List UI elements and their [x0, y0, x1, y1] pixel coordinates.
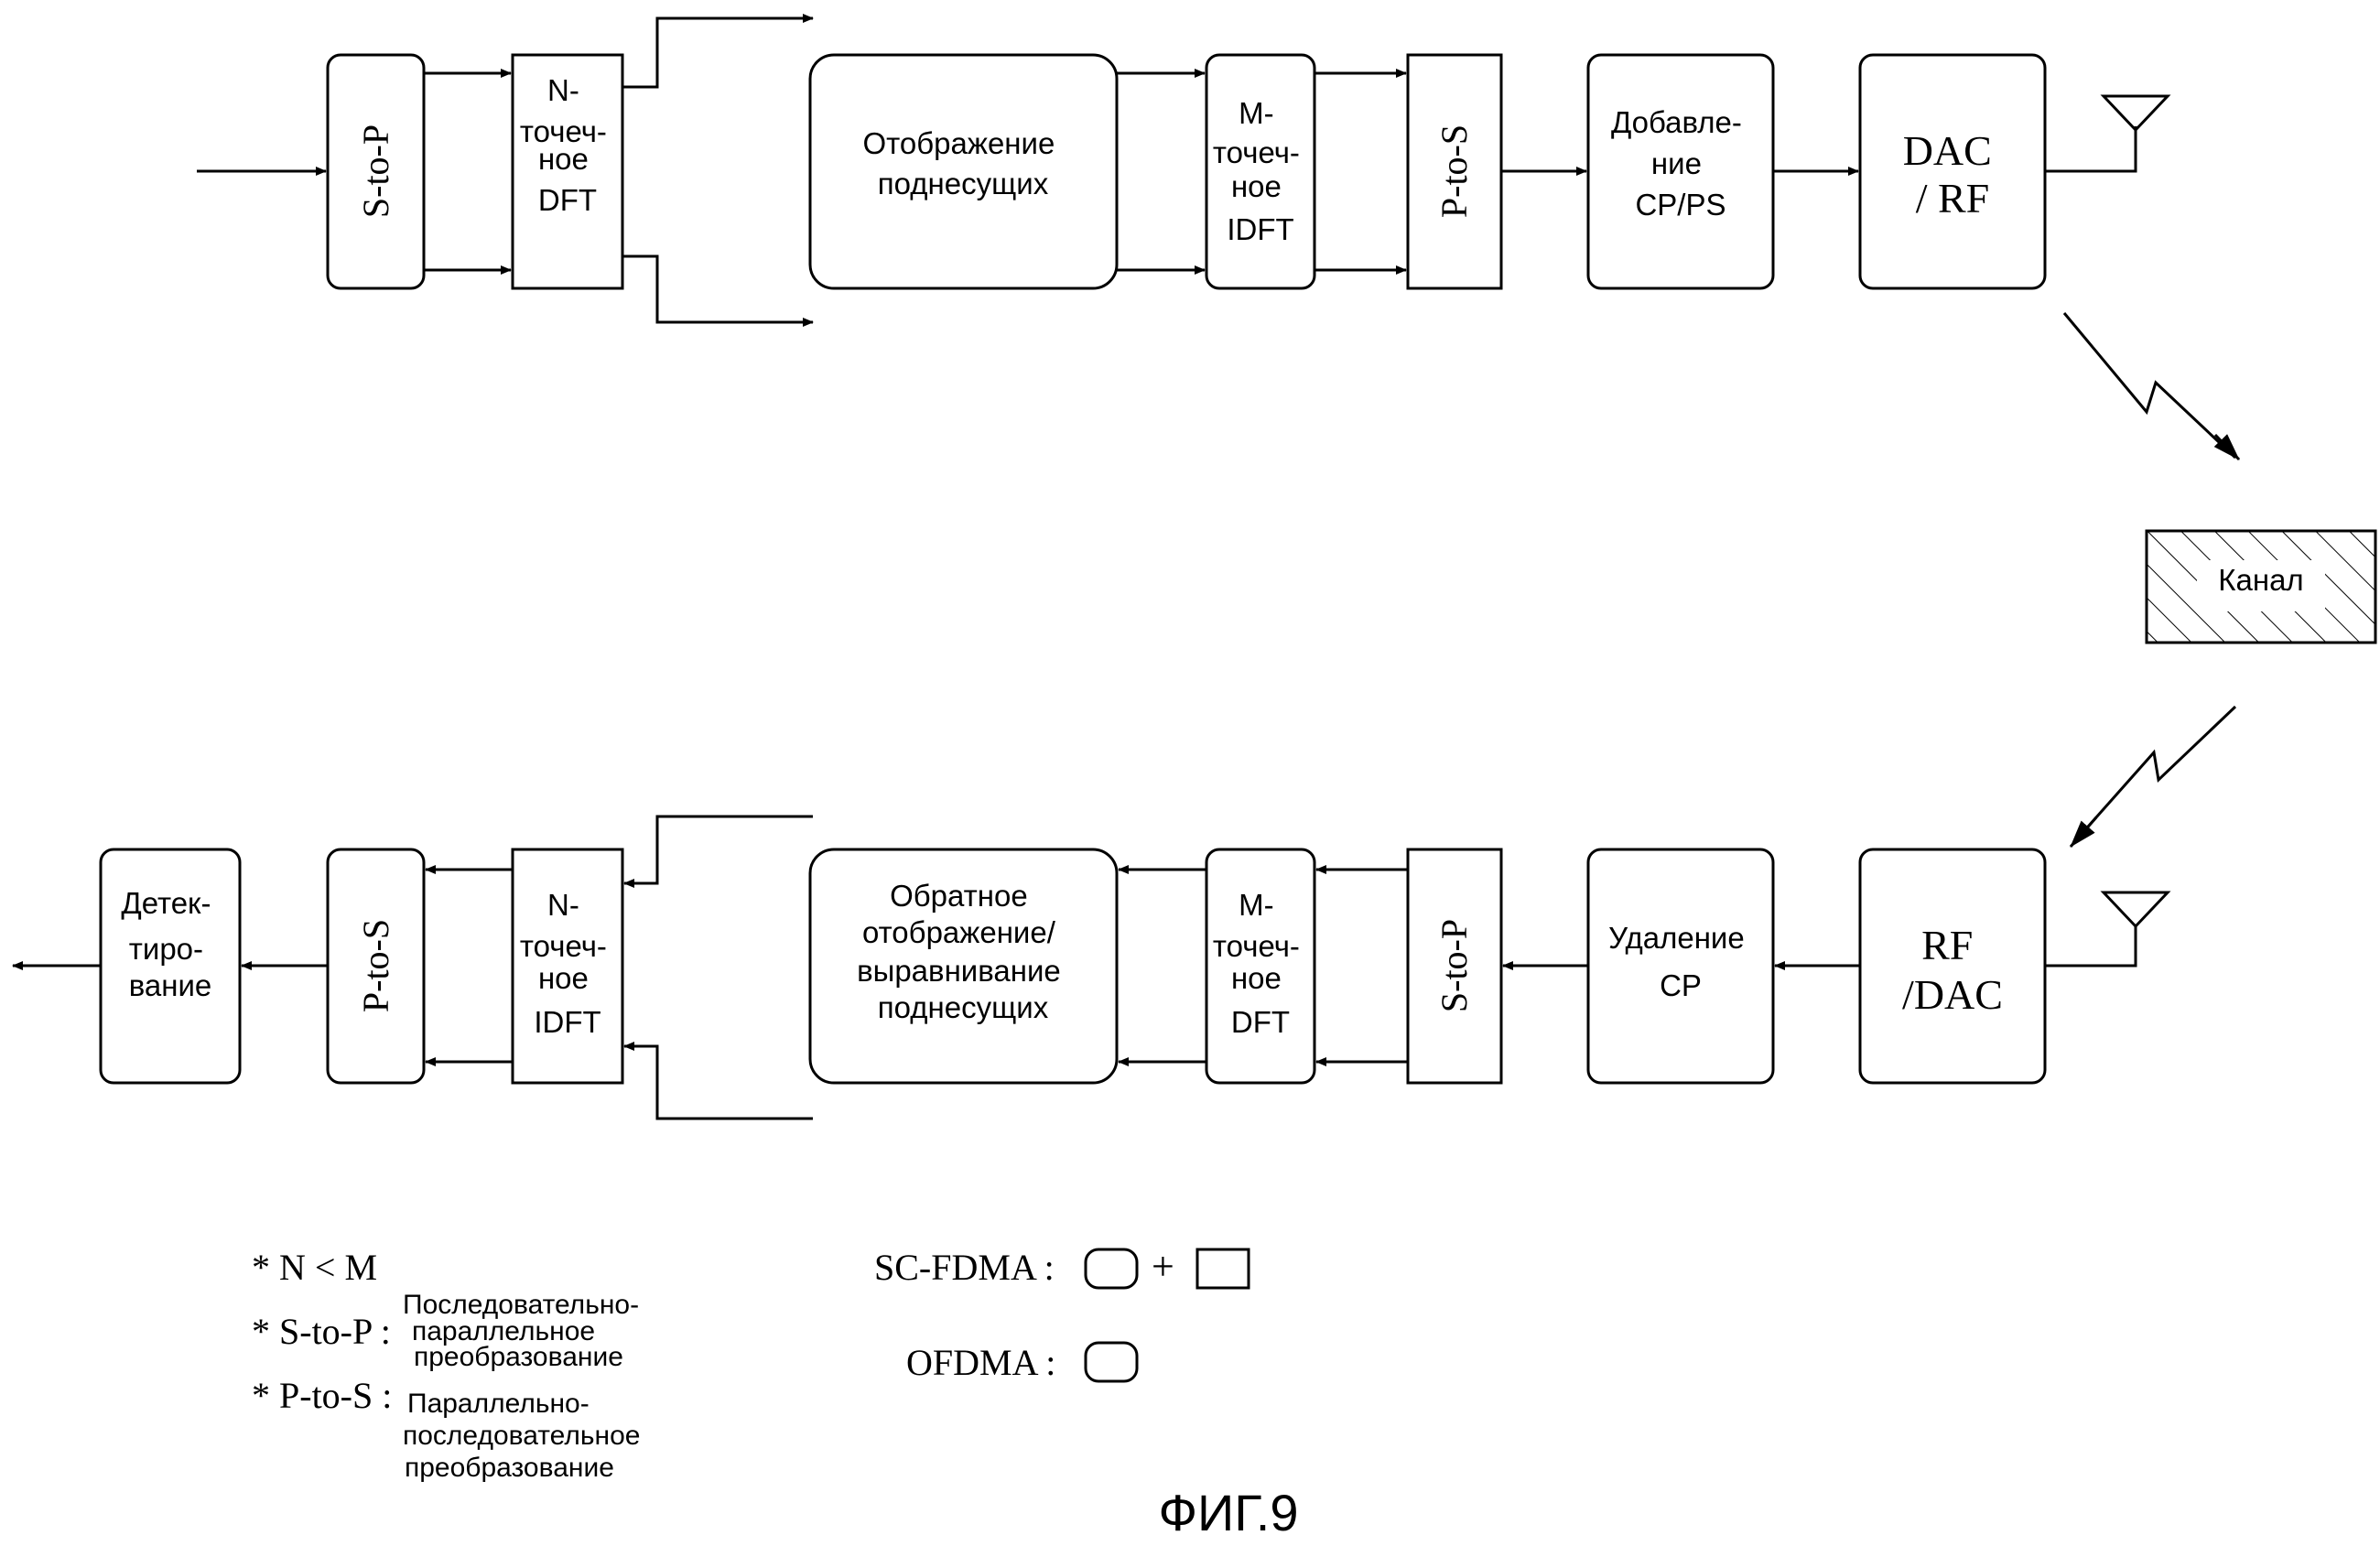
legend-ofdma-rounded-block-icon — [1084, 1341, 1139, 1383]
rx-rf-dac-label: RF /DAC — [1902, 922, 2003, 1018]
legend-sc-fdma-label: SC-FDMA : — [874, 1247, 1055, 1288]
tx-subcarrier-mapping-label: Отображение поднесущих — [863, 126, 1064, 200]
rx-n-idft-label: N- точеч- ное IDFT — [520, 888, 615, 1039]
tx-n-dft-label: N- точеч- ное DFT — [520, 73, 615, 217]
rx-s-to-p-block — [1406, 848, 1503, 1085]
tx-wireless-link-icon — [2062, 312, 2237, 459]
tx-s-to-p-label: S-to-P — [355, 124, 396, 218]
figure-label: ФИГ.9 — [1158, 1484, 1298, 1541]
legend-s-to-p-description: Последовательно- параллельное преобразов… — [403, 1290, 646, 1372]
rx-demapping-block — [808, 848, 1119, 1085]
rx-p-to-s-label: P-to-S — [355, 919, 396, 1012]
legend-p-to-s-description: Параллельно- последовательное преобразов… — [403, 1389, 648, 1483]
legend-plus-sign: + — [1152, 1244, 1174, 1289]
rx-n-idft-block — [511, 848, 624, 1085]
tx-n-dft-block — [511, 53, 624, 290]
rx-detection-block — [99, 848, 242, 1085]
rx-remove-cp-block — [1586, 848, 1775, 1085]
rx-m-dft-label: M- точеч- ное DFT — [1213, 888, 1308, 1039]
legend-rounded-block-icon — [1084, 1248, 1139, 1290]
rx-s-to-p-label: S-to-P — [1433, 919, 1475, 1012]
tx-s-to-p-block — [326, 53, 426, 290]
channel-label: Канал — [2218, 563, 2303, 597]
tx-p-to-s-label: P-to-S — [1433, 124, 1475, 218]
rx-remove-cp-label: Удаление CP — [1608, 921, 1753, 1002]
tx-add-cp-label: Добавле- ние CP/PS — [1611, 105, 1750, 222]
legend-p-to-s-key: * P-to-S : — [252, 1375, 392, 1416]
legend-square-block-icon — [1195, 1248, 1250, 1290]
rx-antenna-icon — [2100, 891, 2171, 929]
tx-antenna-icon — [2100, 94, 2171, 133]
tx-dac-rf-label: DAC / RF — [1903, 127, 2003, 222]
legend-n-lt-m: * N < M — [252, 1247, 377, 1288]
rx-wireless-link-icon — [2072, 705, 2237, 843]
rx-detection-label: Детек- тиро- вание — [121, 886, 219, 1002]
legend-ofdma-label: OFDMA : — [906, 1342, 1055, 1383]
rx-m-dft-block — [1205, 848, 1316, 1085]
rx-demapping-label: Обратное отображение/ выравнивание подне… — [857, 879, 1069, 1024]
tx-m-idft-label: M- точеч- ное IDFT — [1213, 96, 1308, 246]
legend-s-to-p-key: * S-to-P : — [252, 1311, 391, 1352]
tx-subcarrier-mapping-block — [808, 53, 1119, 290]
tx-m-idft-block — [1205, 53, 1316, 290]
